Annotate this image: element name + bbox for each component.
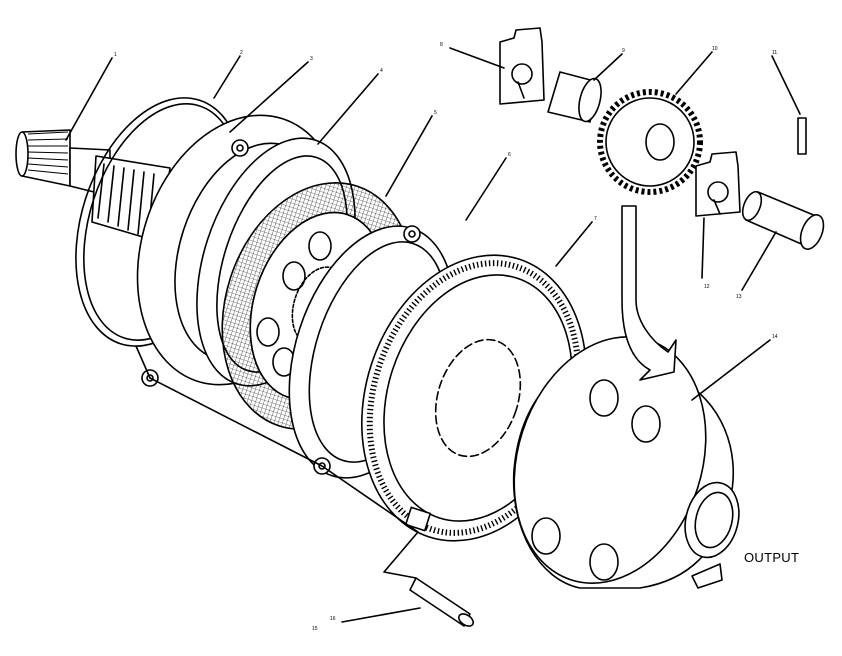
callout-9: 9 <box>622 48 625 54</box>
planet-shaft <box>741 190 825 250</box>
callout-1: 1 <box>114 52 117 58</box>
planet-carrier-hub <box>512 336 740 589</box>
callout-2: 2 <box>240 50 243 56</box>
callout-8: 8 <box>440 42 443 48</box>
callout-14: 14 <box>772 334 778 340</box>
callout-numbers: 1 2 3 4 5 6 7 8 9 10 11 12 13 14 15 16 <box>114 42 778 632</box>
callout-16: 16 <box>330 616 336 622</box>
callout-10: 10 <box>712 46 718 52</box>
dowel-pin <box>409 577 474 627</box>
callout-11: 11 <box>772 50 777 56</box>
callout-5: 5 <box>434 110 437 116</box>
callout-7: 7 <box>594 216 597 222</box>
callout-leaders <box>65 47 801 623</box>
alignment-lines <box>135 345 419 579</box>
bearing-sleeve <box>547 71 602 123</box>
roll-pin-small <box>797 117 807 155</box>
assembly-arrow <box>621 205 677 381</box>
retainer-clip-upper <box>499 27 545 105</box>
retainer-clip-lower <box>695 151 741 217</box>
callout-12: 12 <box>704 284 710 290</box>
output-label: OUTPUT <box>744 550 800 565</box>
callout-4: 4 <box>380 68 383 74</box>
planet-gear <box>597 89 703 195</box>
callout-13: 13 <box>736 294 742 300</box>
callout-6: 6 <box>508 152 511 158</box>
callout-15: 15 <box>312 626 318 632</box>
callout-3: 3 <box>310 56 313 62</box>
